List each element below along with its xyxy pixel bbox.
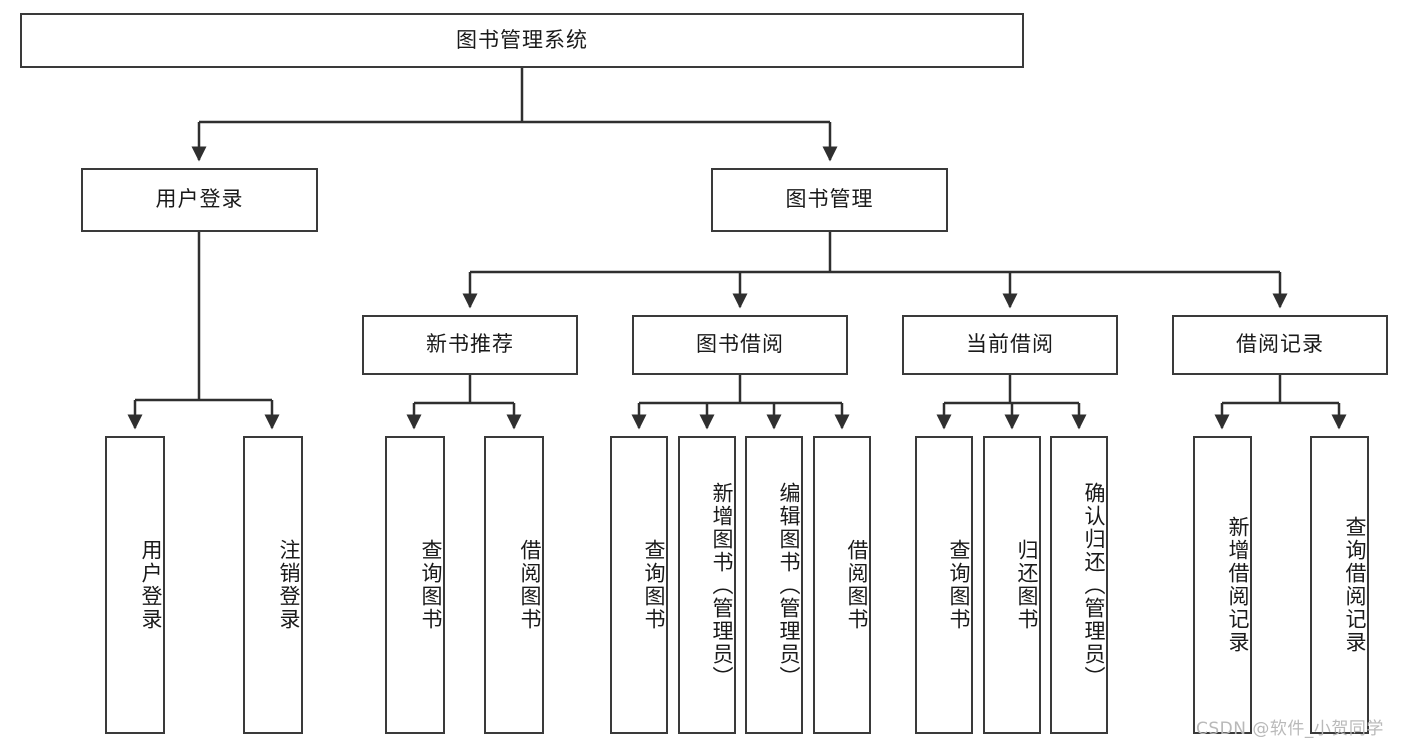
leaf-current-query-book[interactable]: 查询图书 (915, 436, 973, 734)
node-book-management[interactable]: 图书管理 (711, 168, 948, 232)
leaf-record-query-record[interactable]: 查询借阅记录 (1310, 436, 1369, 734)
node-new-book-recommend-label: 新书推荐 (426, 332, 514, 357)
leaf-label: 编辑图书（管理员） (777, 481, 801, 689)
leaf-label: 借阅图书 (845, 539, 869, 631)
leaf-label: 注销登录 (277, 539, 301, 631)
leaf-recommend-query-book[interactable]: 查询图书 (385, 436, 445, 734)
leaf-current-return-book[interactable]: 归还图书 (983, 436, 1041, 734)
leaf-label: 查询图书 (947, 539, 971, 631)
leaf-label: 借阅图书 (518, 539, 542, 631)
leaf-label: 查询借阅记录 (1343, 516, 1367, 654)
leaf-record-add-record[interactable]: 新增借阅记录 (1193, 436, 1252, 734)
leaf-borrow-borrow-book[interactable]: 借阅图书 (813, 436, 871, 734)
node-user-login[interactable]: 用户登录 (81, 168, 318, 232)
leaf-borrow-edit-book-admin[interactable]: 编辑图书（管理员） (745, 436, 803, 734)
leaf-label: 查询图书 (642, 539, 666, 631)
leaf-borrow-add-book-admin[interactable]: 新增图书（管理员） (678, 436, 736, 734)
node-book-management-label: 图书管理 (785, 187, 874, 212)
node-root-label: 图书管理系统 (456, 27, 588, 52)
node-borrow-record[interactable]: 借阅记录 (1172, 315, 1388, 375)
leaf-label: 确认归还（管理员） (1082, 481, 1106, 689)
leaf-user-login-login[interactable]: 用户登录 (105, 436, 165, 734)
node-book-borrow-label: 图书借阅 (696, 332, 784, 357)
node-current-borrow-label: 当前借阅 (966, 332, 1054, 357)
node-current-borrow[interactable]: 当前借阅 (902, 315, 1118, 375)
leaf-label: 查询图书 (419, 539, 443, 631)
node-book-borrow[interactable]: 图书借阅 (632, 315, 848, 375)
leaf-user-login-logout[interactable]: 注销登录 (243, 436, 303, 734)
leaf-recommend-borrow-book[interactable]: 借阅图书 (484, 436, 544, 734)
leaf-label: 用户登录 (139, 539, 163, 631)
node-user-login-label: 用户登录 (155, 187, 244, 212)
leaf-label: 归还图书 (1015, 539, 1039, 631)
leaf-label: 新增图书（管理员） (710, 481, 734, 689)
node-new-book-recommend[interactable]: 新书推荐 (362, 315, 578, 375)
csdn-watermark: CSDN @软件_小贺同学 (1196, 719, 1384, 739)
leaf-current-confirm-return-admin[interactable]: 确认归还（管理员） (1050, 436, 1108, 734)
node-borrow-record-label: 借阅记录 (1236, 332, 1324, 357)
leaf-borrow-query-book[interactable]: 查询图书 (610, 436, 668, 734)
leaf-label: 新增借阅记录 (1226, 516, 1250, 654)
node-root[interactable]: 图书管理系统 (20, 13, 1024, 68)
